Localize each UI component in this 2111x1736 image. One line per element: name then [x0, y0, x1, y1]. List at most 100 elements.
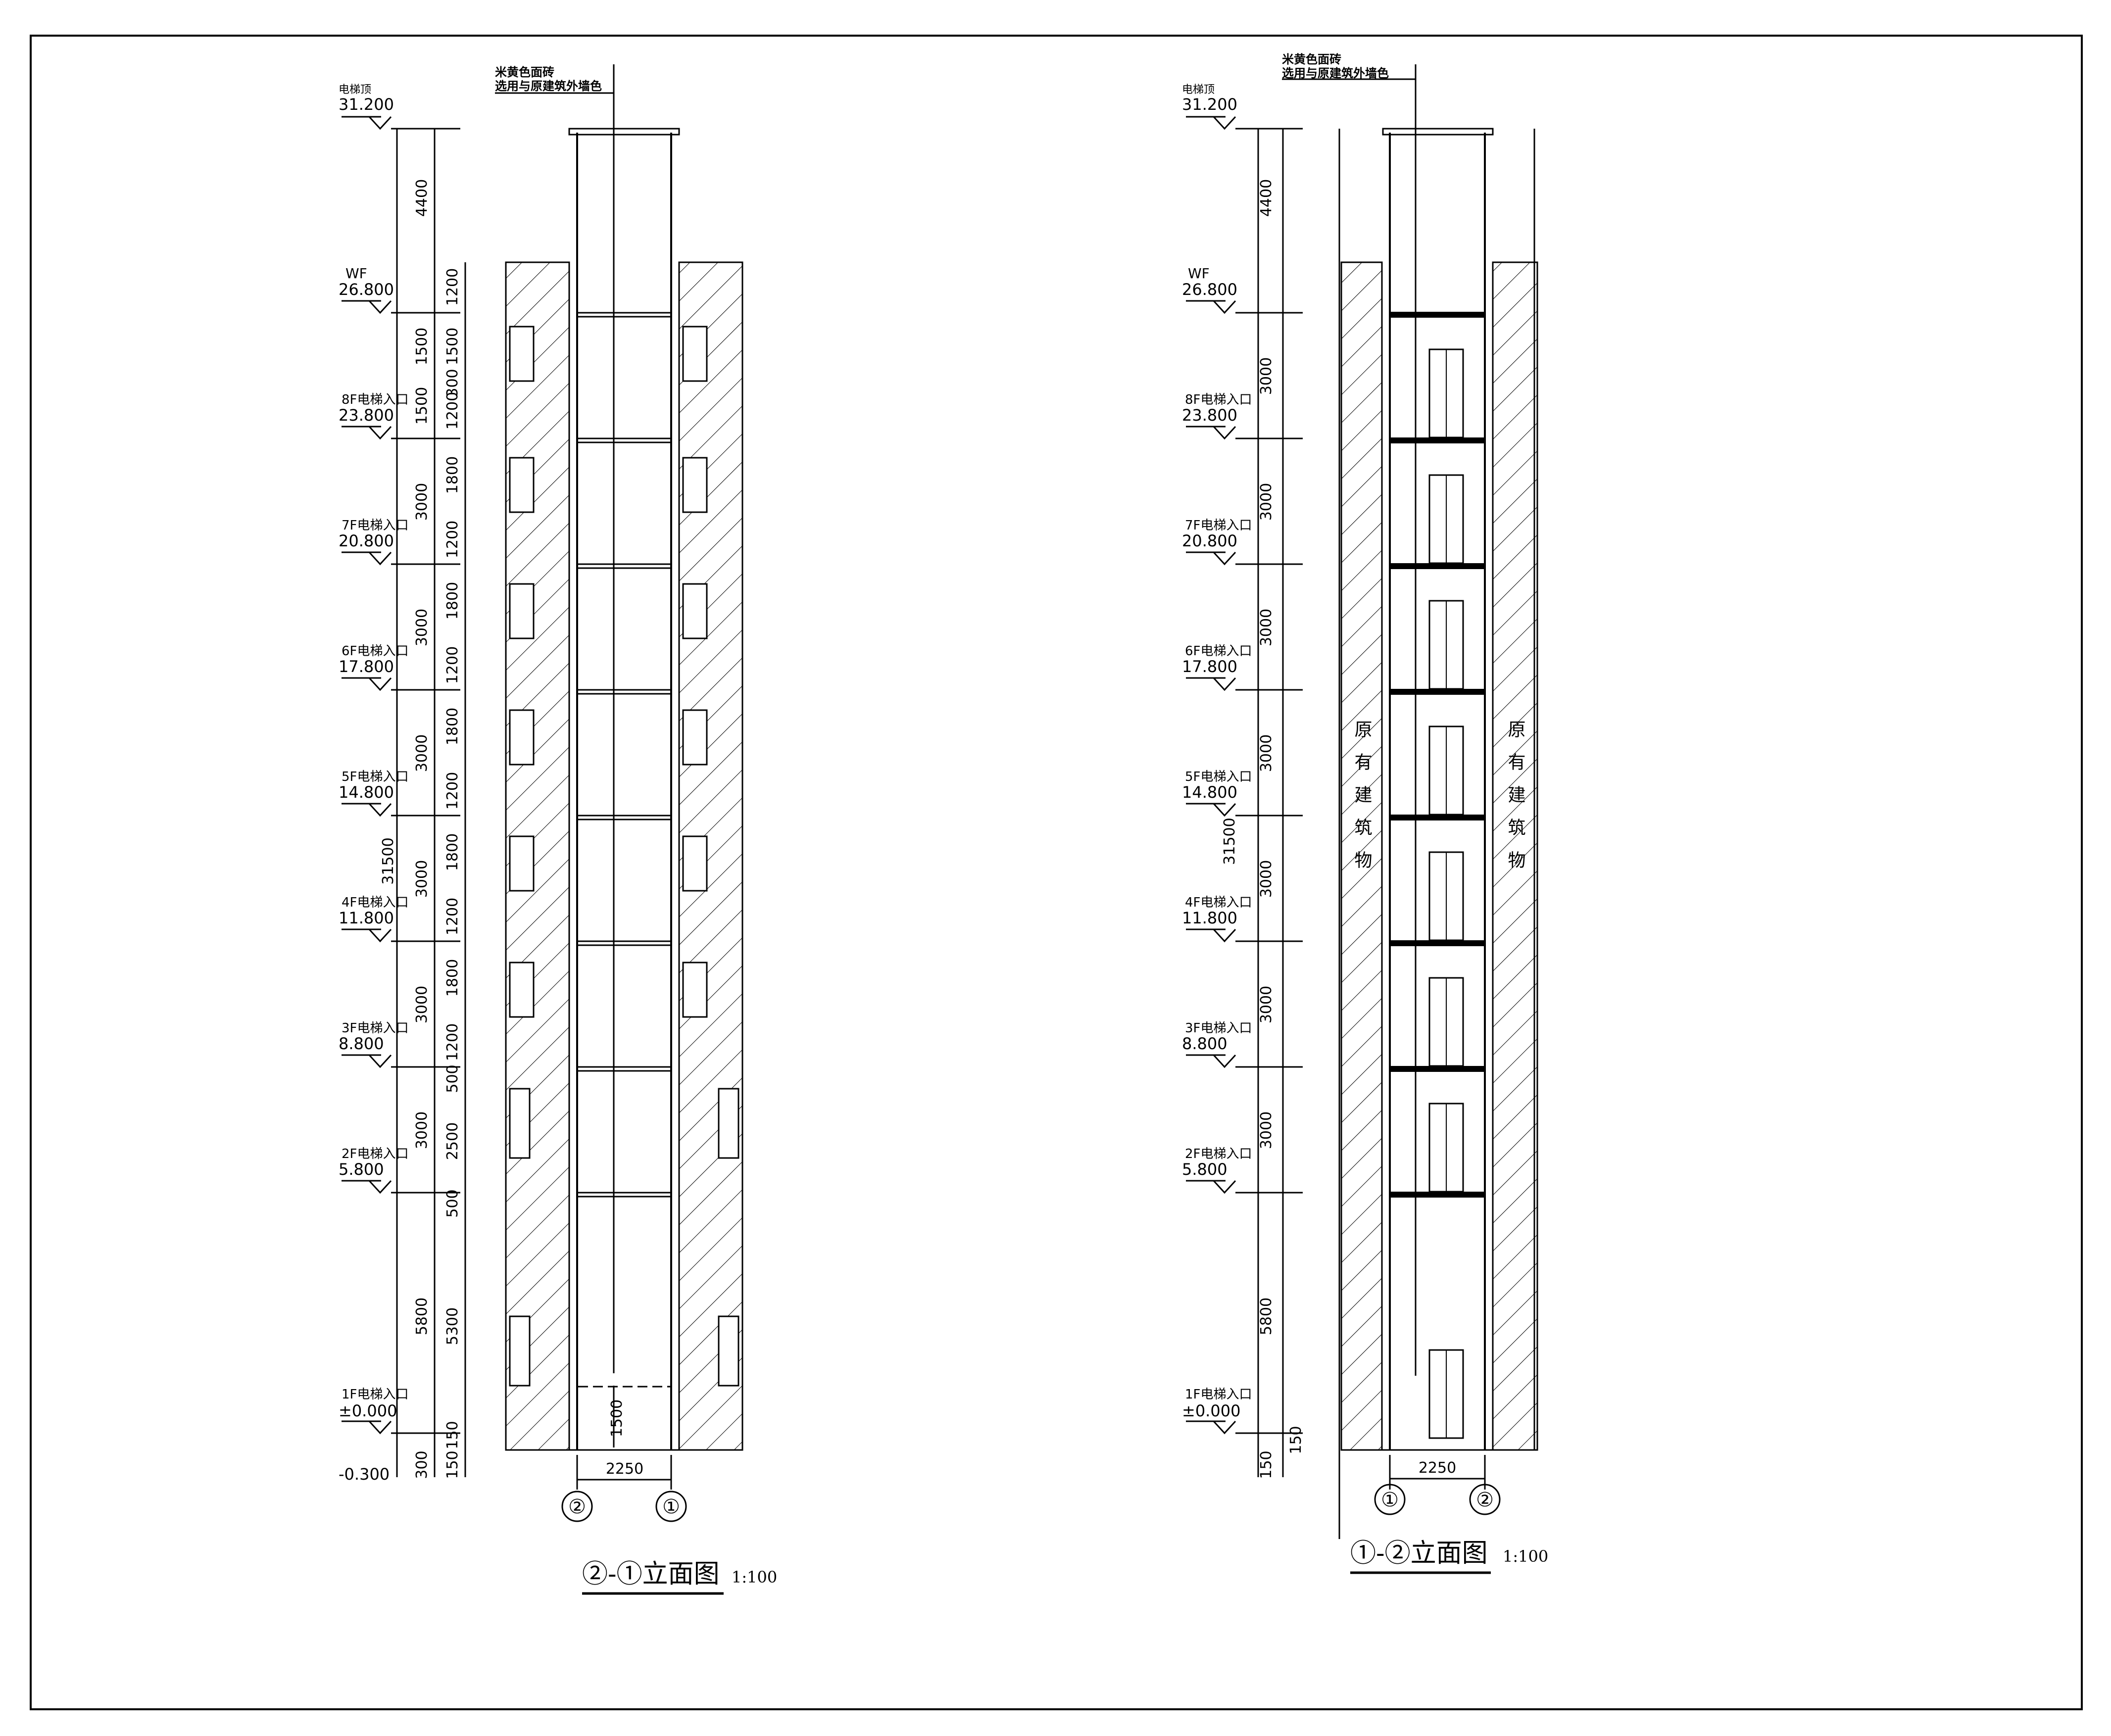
level-marker: [1213, 426, 1236, 440]
floor-beam: [1390, 1192, 1485, 1198]
window: [718, 1315, 739, 1387]
material-note-line2: 选用与原建筑外墙色: [495, 79, 602, 93]
level-name: 2F电梯入口: [1185, 1147, 1252, 1161]
existing-building-label-right: 原有建筑物: [1505, 720, 1525, 883]
window: [509, 457, 535, 513]
level-elevation: 8.800: [1182, 1034, 1227, 1053]
dim-text: 3000: [1258, 860, 1275, 898]
window: [509, 1088, 531, 1159]
axis-label: ②: [1476, 1489, 1494, 1511]
level-name: 8F电梯入口: [342, 392, 409, 407]
level-name: 3F电梯入口: [342, 1021, 409, 1036]
floor-beam: [1390, 815, 1485, 820]
total-dim-text: 31500: [1221, 818, 1238, 865]
level-elevation: 23.800: [339, 406, 394, 425]
level-marker: [368, 300, 392, 314]
material-note-line1: 米黄色面砖: [495, 65, 554, 79]
dim-text: 500: [444, 1064, 461, 1093]
level-elevation: 5.800: [1182, 1160, 1227, 1179]
dim-text: 1200: [444, 521, 461, 558]
dim-text: 3000: [1258, 1111, 1275, 1149]
axis-label: ②: [568, 1495, 586, 1518]
dim-text: 150: [444, 1421, 461, 1449]
level-elevation: 31.200: [339, 95, 394, 114]
view-scale: 1:100: [732, 1568, 777, 1587]
level-markers: [1186, 116, 1303, 1435]
level-marker: [1213, 551, 1236, 566]
level-name: 7F电梯入口: [342, 518, 409, 533]
window: [682, 457, 708, 513]
existing-building-left: [1340, 261, 1383, 1451]
level-elevation: 23.800: [1182, 406, 1237, 425]
dim-text: 3000: [413, 986, 431, 1023]
level-elevation: 20.800: [1182, 531, 1237, 550]
dim-text: 1500: [413, 328, 431, 365]
axis-bubble: [561, 1491, 593, 1522]
level-elevation: ±0.000: [339, 1401, 397, 1420]
level-marker: [368, 1180, 392, 1194]
floor-beam: [1390, 1066, 1485, 1072]
dim-text: 3000: [1258, 483, 1275, 521]
level-elevation: 11.800: [1182, 909, 1237, 927]
level-name: 5F电梯入口: [342, 770, 409, 784]
level-name: WF: [345, 265, 367, 282]
dim-text: 1500: [413, 387, 431, 425]
dim-text: 5300: [444, 1307, 461, 1345]
level-name: 7F电梯入口: [1185, 518, 1252, 533]
window: [682, 709, 708, 766]
level-marker: [1213, 1180, 1236, 1194]
level-name: WF: [1188, 265, 1210, 282]
dim-text: 1800: [444, 833, 461, 871]
level-name: 6F电梯入口: [1185, 644, 1252, 659]
level-marker: [1213, 1054, 1236, 1068]
window: [509, 709, 535, 766]
level-name: 2F电梯入口: [342, 1147, 409, 1161]
drawing-frame: [30, 35, 2083, 1710]
floor-slab: [576, 815, 672, 820]
level-name: 8F电梯入口: [1185, 392, 1252, 407]
left-elevation-view: [396, 64, 743, 1490]
level-name: 1F电梯入口: [1185, 1387, 1252, 1402]
level-markers: [342, 116, 460, 1435]
level-name: 3F电梯入口: [1185, 1021, 1252, 1036]
level-marker: [368, 928, 392, 943]
floor-slab: [576, 437, 672, 443]
level-marker: [368, 1420, 392, 1435]
right-elevation-view: [1257, 64, 1538, 1539]
dim-text: 3000: [1258, 609, 1275, 646]
view-title: ②-①立面图: [582, 1559, 720, 1589]
level-name: 电梯顶: [339, 84, 371, 96]
dim-text: 300: [444, 369, 461, 397]
window: [509, 583, 535, 639]
dim-text: 1200: [444, 1023, 461, 1061]
axis-bubble: [655, 1491, 687, 1522]
floor-slab: [576, 940, 672, 946]
level-name: 1F电梯入口: [342, 1387, 409, 1402]
width-dim-text: 2250: [1419, 1459, 1456, 1477]
dim-text: 3000: [1258, 986, 1275, 1023]
level-marker: [1213, 928, 1236, 943]
level-marker: [368, 677, 392, 691]
dim-text: 3000: [1258, 734, 1275, 772]
level-marker: [1213, 803, 1236, 817]
dim-text: 150: [1258, 1450, 1275, 1479]
level-elevation: 26.800: [339, 280, 394, 299]
axis-label: ①: [662, 1495, 680, 1518]
level-marker: [1213, 1420, 1236, 1435]
dim-text: 1200: [444, 772, 461, 810]
level-elevation: 17.800: [1182, 657, 1237, 676]
level-elevation: 5.800: [339, 1160, 384, 1179]
level-marker: [1213, 300, 1236, 314]
axis-label: ①: [1381, 1489, 1399, 1511]
level-elevation: 14.800: [1182, 783, 1237, 802]
axis-bubble: [1374, 1484, 1406, 1515]
dim-text: 4400: [413, 179, 431, 217]
floor-beam: [1390, 563, 1485, 569]
dim-text: 3000: [413, 609, 431, 646]
shaft-cap: [568, 128, 680, 136]
level-marker: [368, 1054, 392, 1068]
dim-text: 3000: [1258, 357, 1275, 395]
level-marker: [1213, 677, 1236, 691]
level-elevation: ±0.000: [1182, 1401, 1240, 1420]
